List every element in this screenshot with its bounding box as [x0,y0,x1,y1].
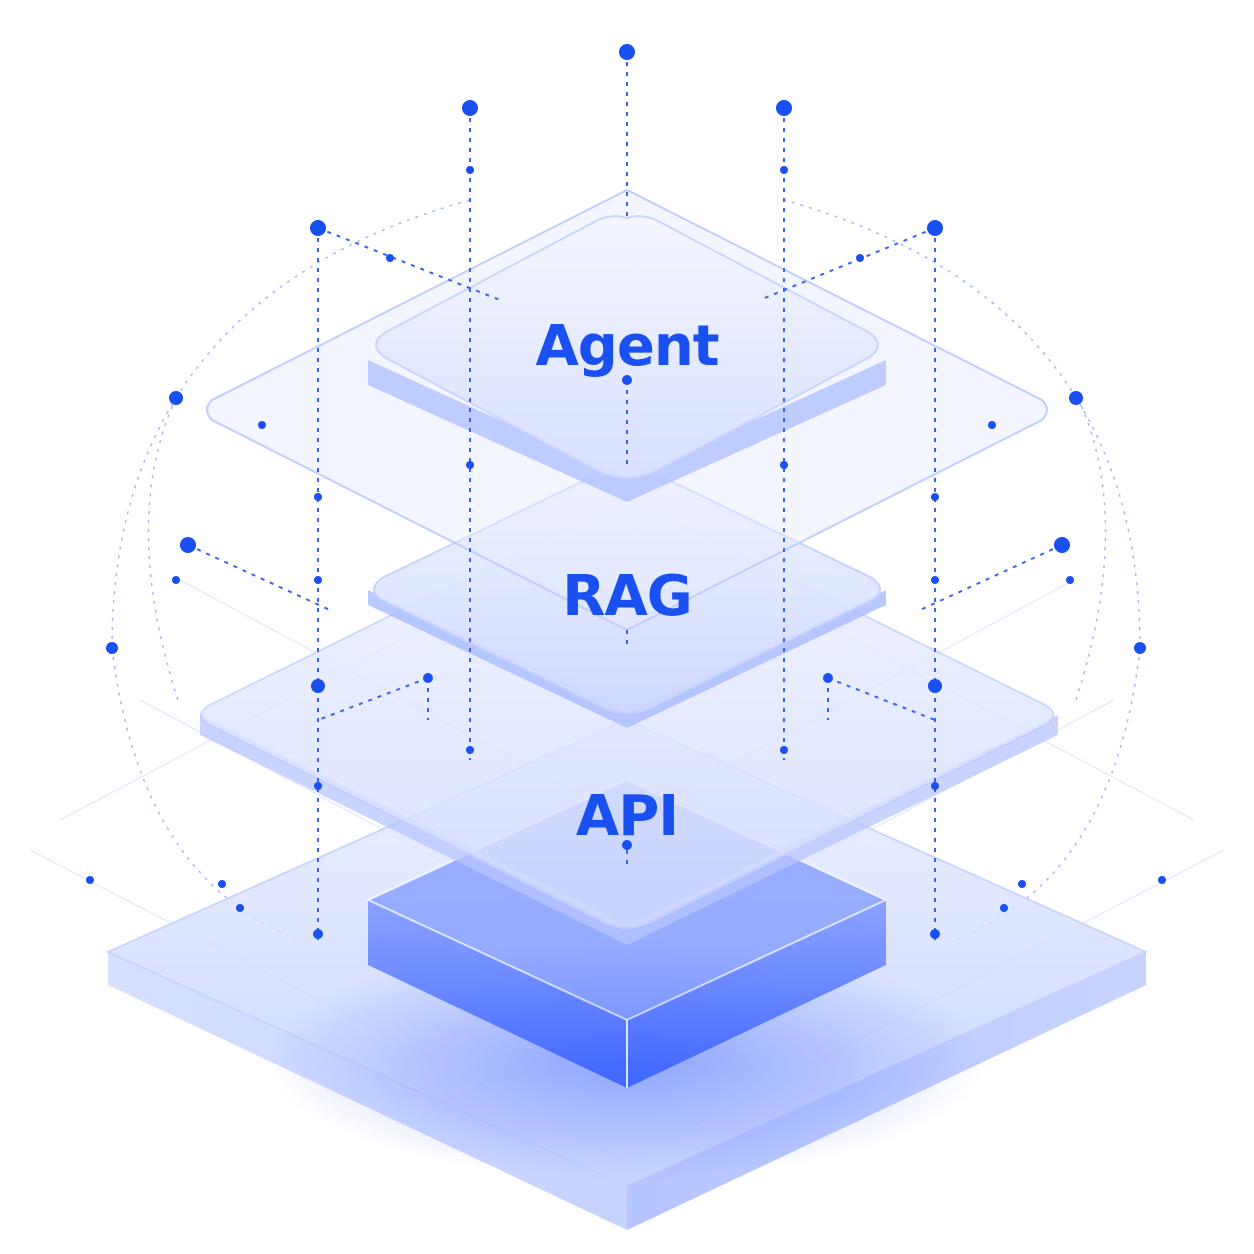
node-dot [776,100,792,116]
connector-nodes [86,44,1166,939]
label-api: API [576,784,678,849]
node-dot [311,679,325,693]
orbit-arcs [111,199,1141,941]
node-dot [823,673,833,683]
node-dot [928,679,942,693]
layer-agent [368,215,886,502]
node-dot [1134,642,1146,654]
node-dot [180,537,196,553]
node-dot [1054,537,1070,553]
label-rag: RAG [562,564,691,629]
connector-lines [187,52,1063,940]
node-dot [106,642,118,654]
node-dot [1069,391,1083,405]
label-agent: Agent [535,314,718,379]
node-dot [619,44,635,60]
node-dot [462,100,478,116]
node-dot [310,220,326,236]
node-dot [927,220,943,236]
node-dot [169,391,183,405]
node-dot [423,673,433,683]
